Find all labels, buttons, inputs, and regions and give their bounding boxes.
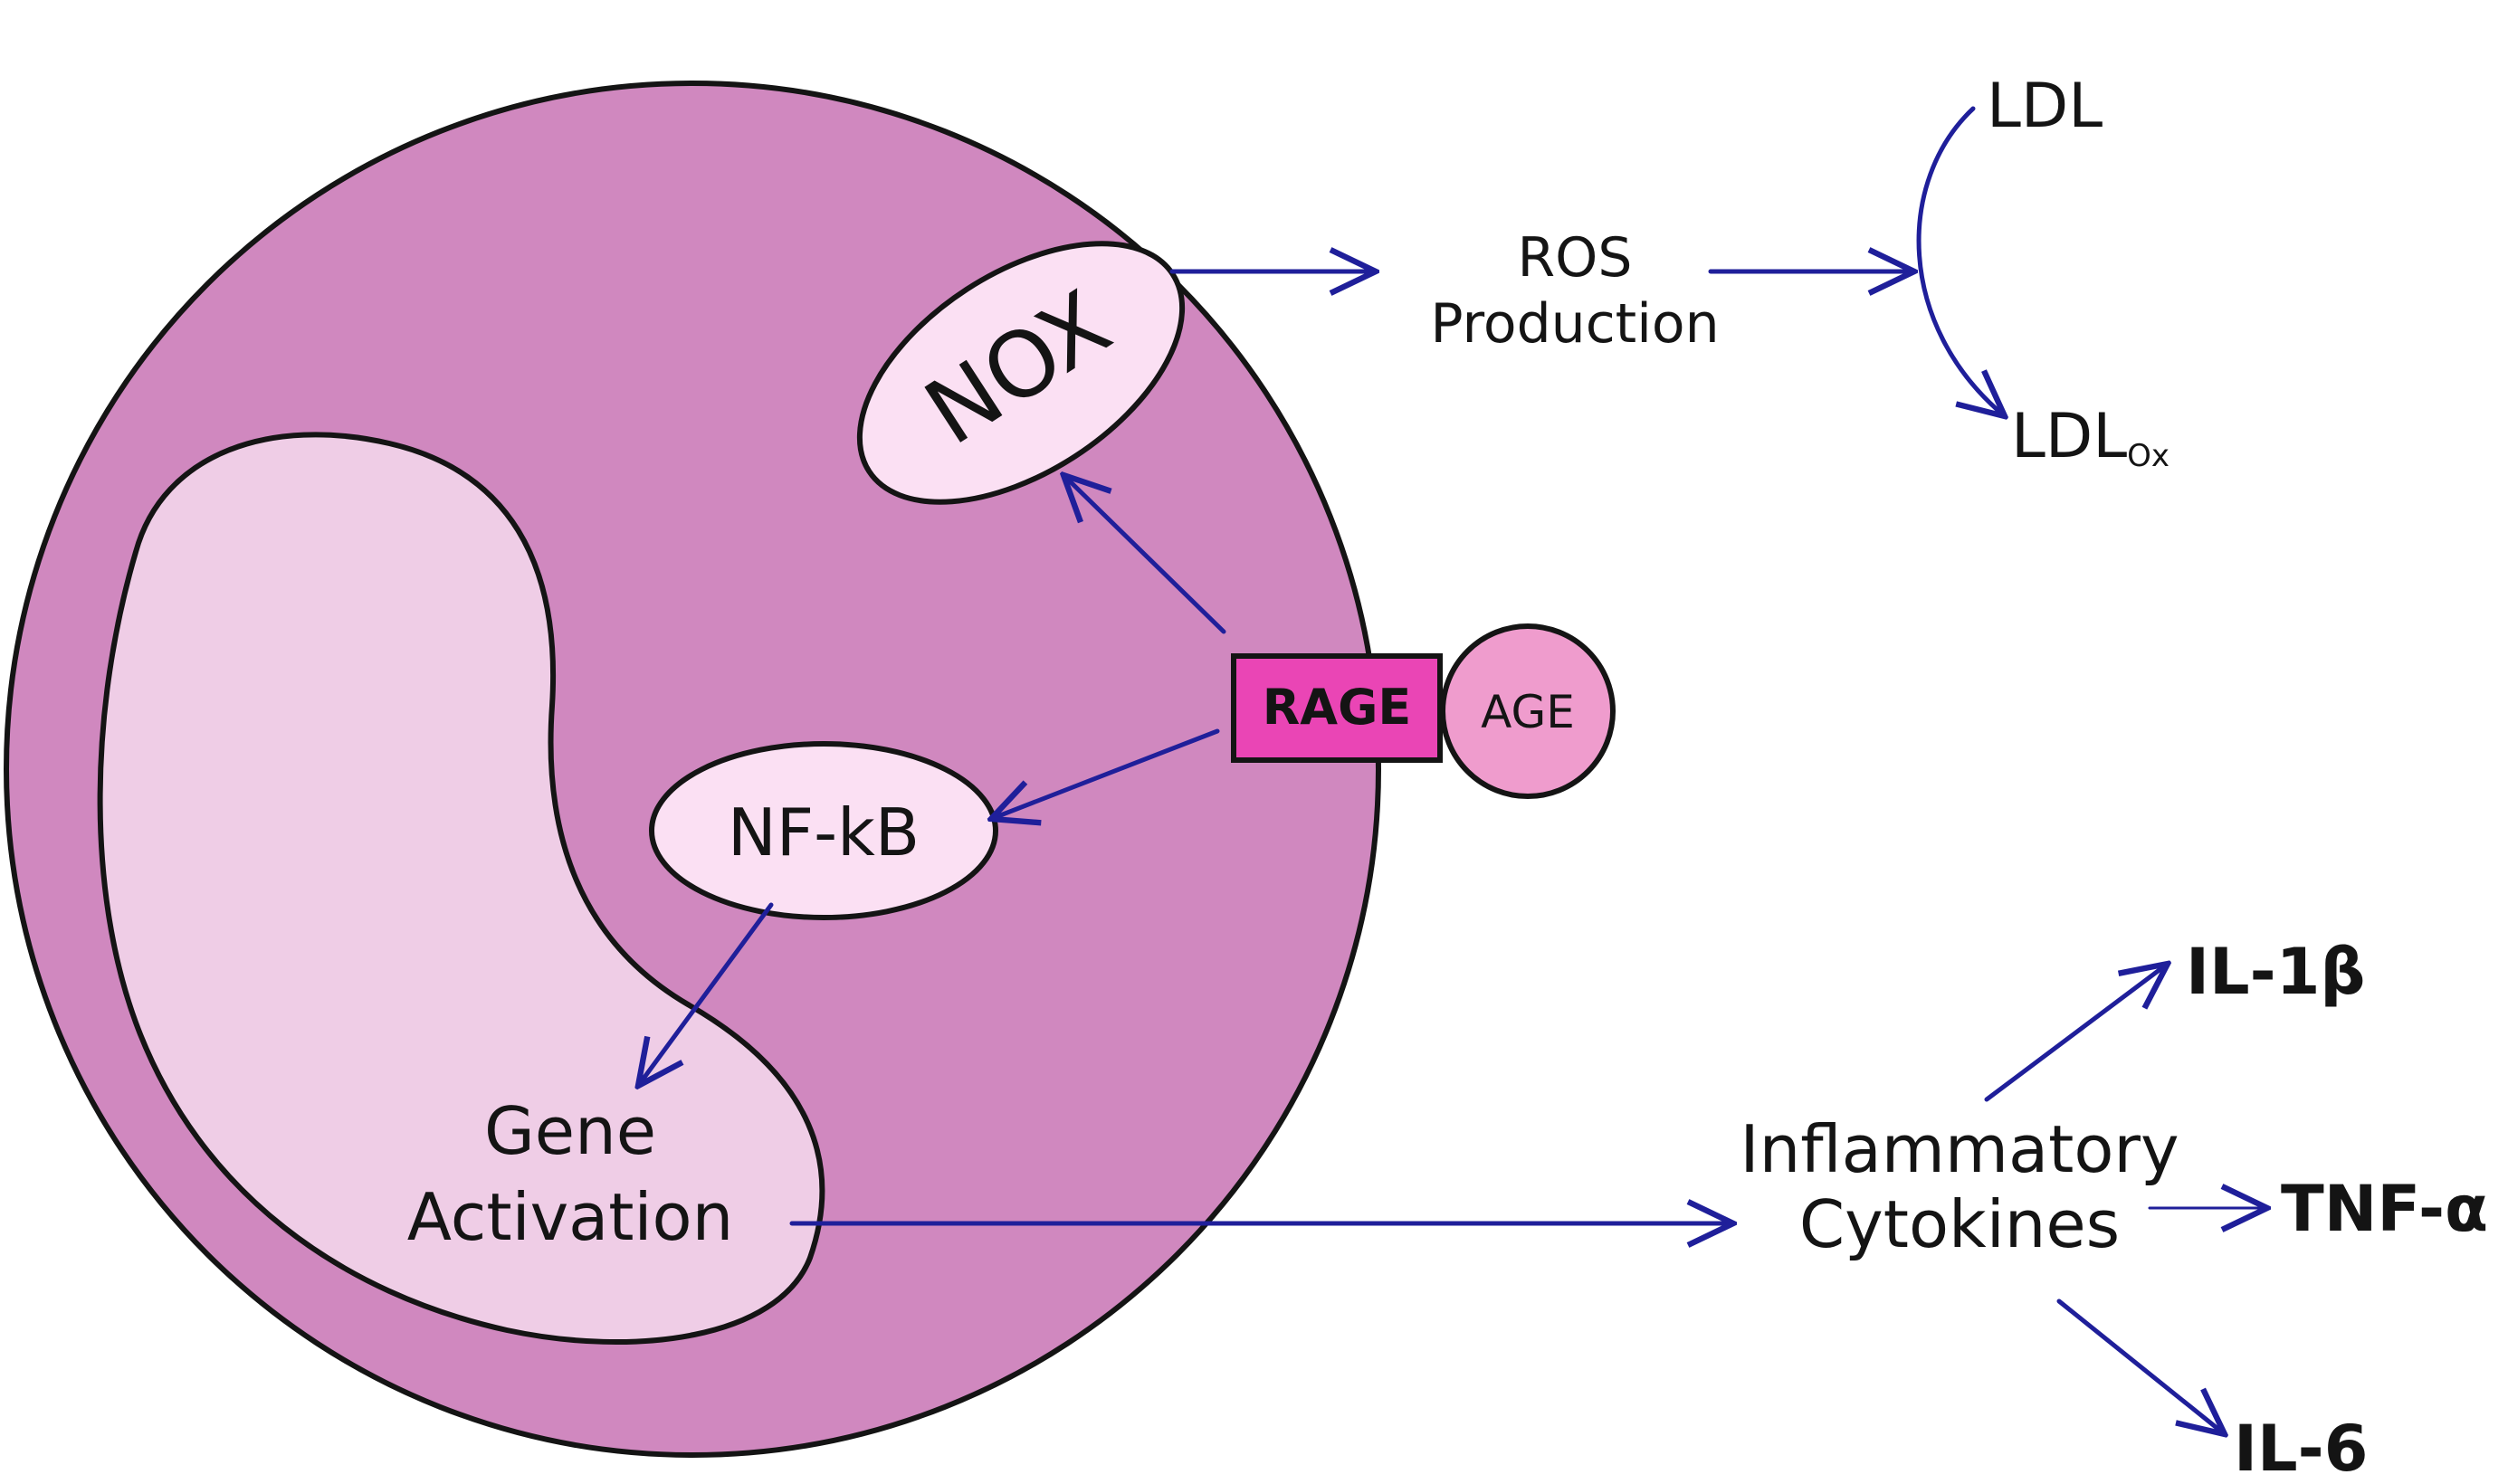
nfkb-label: NF-kB [728, 794, 920, 870]
gene-activation-line1: Gene [484, 1093, 656, 1169]
tnf-a-label: TNF-α [2281, 1172, 2488, 1246]
rage-label: RAGE [1263, 679, 1412, 736]
nox-oval [856, 241, 1186, 505]
il-1b-label: IL-1β [2186, 935, 2366, 1009]
age-label: AGE [1481, 686, 1575, 738]
arrow-nfkb-to-gene [638, 902, 774, 1086]
ldl-ox-subscript: Ox [2127, 438, 2169, 474]
nfkb-oval [649, 741, 998, 920]
age-ligand-circle [1440, 623, 1616, 799]
cytokines-line2: Cytokines [1799, 1186, 2120, 1262]
arrow-rage-to-nox [1063, 475, 1226, 634]
ldl-label: LDL [1987, 71, 2103, 142]
gene-activation-line2: Activation [407, 1179, 733, 1255]
ros-production-line2: Production [1430, 292, 1719, 356]
il-6-label: IL-6 [2234, 1412, 2368, 1484]
ldl-ox-main: LDL [2011, 401, 2127, 472]
cytokines-line1: Inflammatory [1740, 1111, 2179, 1187]
ros-production-line1: ROS [1517, 226, 1632, 290]
arrow-cytokines-to-il1b [1984, 964, 2168, 1102]
rage-receptor-box [1231, 653, 1443, 763]
arrow-cytokines-to-il6 [2056, 1298, 2225, 1434]
arrow-ldl-to-ldlox [1916, 106, 2005, 416]
arrow-rage-to-nfkb [991, 728, 1220, 819]
ldl-ox-label: LDLOx [2011, 401, 2169, 474]
nucleus [97, 432, 825, 1346]
